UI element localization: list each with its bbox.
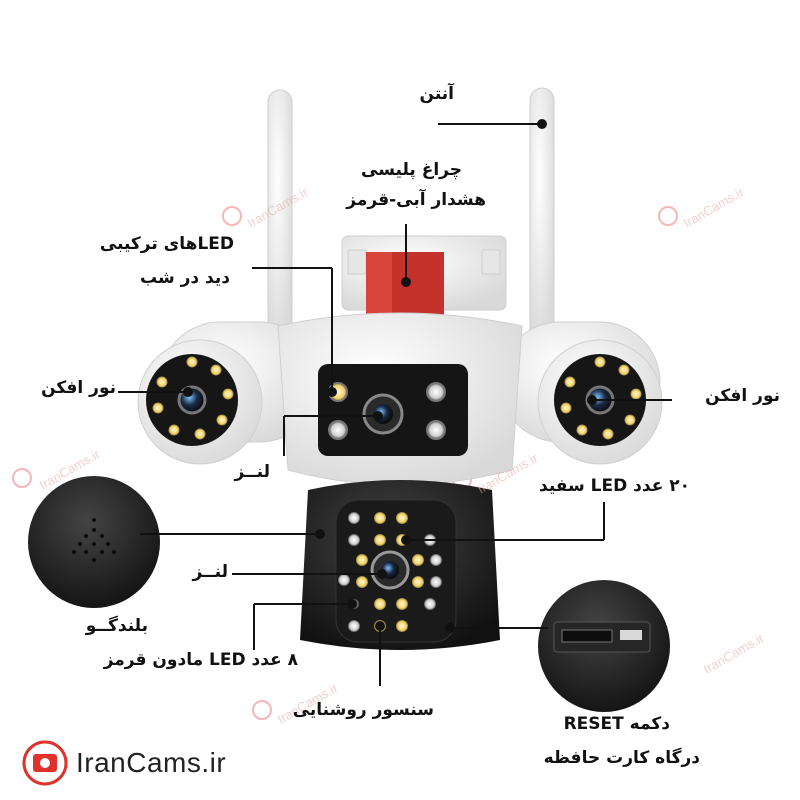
label-ir-led: ۸ عدد LED مادون قرمز (103, 650, 298, 670)
spotlight-right (499, 321, 663, 465)
label-antenna: آنتن (419, 84, 454, 104)
reset-inset (538, 580, 670, 712)
ptz-dome (300, 480, 500, 650)
label-lens-top: لنــز (234, 462, 270, 482)
leader-lines (118, 119, 672, 686)
brand-logo: IranCams.ir (22, 738, 226, 788)
label-police-light-2: هشدار آبی-قرمز (346, 190, 486, 210)
label-sd-card: درگاه کارت حافظه (543, 748, 700, 768)
speaker-inset (28, 476, 160, 608)
label-combo-led-1: LEDهای ترکیبی (99, 234, 234, 254)
label-reset: دکمه RESET (563, 714, 670, 734)
brand-camera-icon (22, 740, 68, 786)
label-white-led: ۲۰ عدد LED سفید (539, 476, 690, 496)
label-speaker: بلندگــو (85, 616, 148, 636)
label-spotlight-left: نور افکن (41, 378, 116, 398)
brand-name: IranCams.ir (76, 747, 227, 778)
label-combo-led-2: دید در شب (140, 268, 230, 288)
label-lens-bottom: لنــز (192, 562, 228, 582)
upper-body (277, 312, 523, 486)
label-light-sensor: سنسور روشنایی (292, 700, 434, 720)
label-police-light-1: چراغ پلیسی (361, 160, 462, 180)
label-spotlight-right: نور افکن (705, 386, 780, 406)
